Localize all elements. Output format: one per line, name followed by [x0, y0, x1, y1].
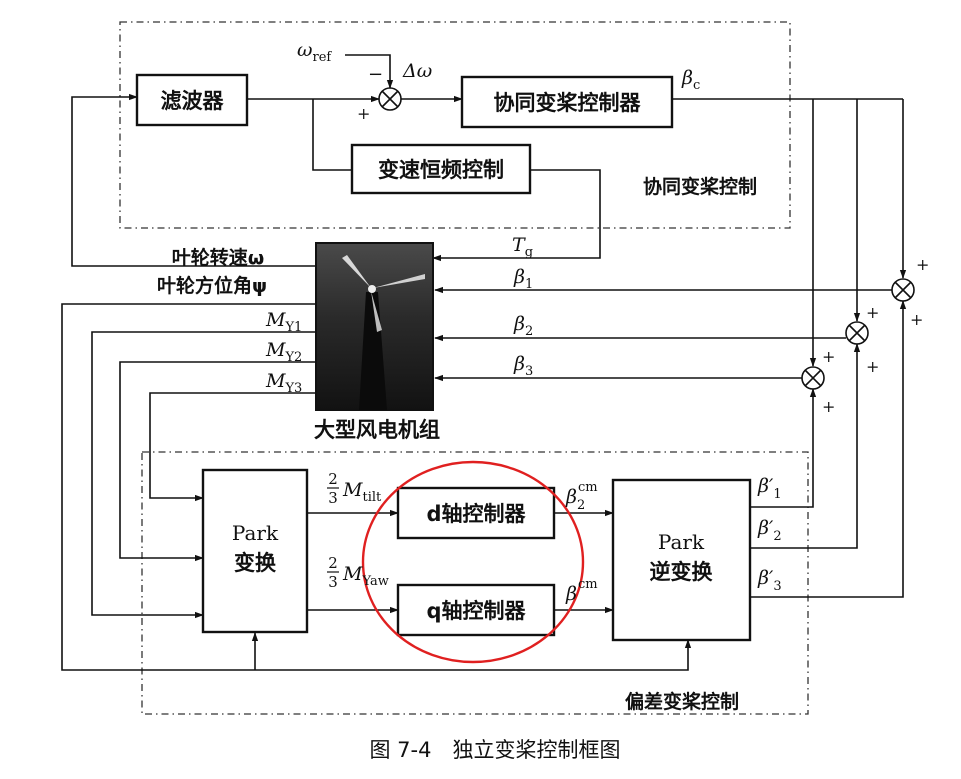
delta-omega-label: Δω — [402, 60, 432, 82]
filter-to-vscf-wire — [312, 99, 352, 171]
beta3p-wire — [750, 300, 907, 598]
collective-pitch-region-label: 协同变桨控制 — [643, 175, 757, 198]
rotor-azimuth-label: 叶轮方位角ψ — [157, 274, 267, 297]
svg-text:β: β — [565, 486, 577, 508]
svg-text:MYaw: MYaw — [342, 563, 389, 589]
rotor-speed-feedback-wire — [71, 93, 316, 267]
my2-label: MY2 — [265, 339, 302, 365]
collective-pitch-region — [119, 21, 791, 229]
beta1p-wire — [750, 388, 817, 508]
beta2-label: β2 — [513, 313, 533, 339]
inverse-park-title: Park — [658, 530, 705, 554]
rotor-speed-label: 叶轮转速ω — [172, 246, 265, 269]
variable-speed-cf-block — [350, 143, 532, 195]
filter-label: 滤波器 — [161, 89, 225, 113]
plus-sign-1a: + — [916, 255, 929, 274]
figure-caption: 图 7-4 独立变桨控制框图 — [370, 738, 621, 762]
sum-junction-1 — [891, 278, 915, 302]
park-sub: 变换 — [234, 551, 277, 575]
svg-text:3: 3 — [328, 573, 338, 591]
tg-wire — [432, 169, 601, 262]
inverse-park-sub: 逆变换 — [650, 560, 714, 584]
wind-turbine-image — [315, 242, 434, 411]
beta3-label: β3 — [513, 353, 533, 379]
inverse-park-block — [611, 478, 752, 642]
filter-block — [135, 73, 249, 127]
svg-text:2: 2 — [328, 470, 338, 488]
my1-label: MY1 — [265, 309, 302, 335]
sum-junction-3 — [801, 366, 825, 390]
beta1p-label: β′1 — [757, 475, 782, 502]
plus-sign-2a: + — [866, 303, 879, 322]
svg-text:Mtilt: Mtilt — [342, 479, 382, 505]
beta2p-wire — [750, 343, 861, 549]
omega-ref-wire — [345, 54, 394, 89]
beta-cm-q-label: β cm — [565, 577, 598, 605]
minus-sign: − — [368, 64, 383, 85]
my3-wire — [149, 392, 316, 502]
beta1-label: β1 — [513, 266, 533, 292]
beta-c-label: βc — [681, 67, 700, 93]
svg-text:cm: cm — [578, 577, 598, 592]
svg-text:2: 2 — [577, 498, 585, 513]
svg-text:2: 2 — [328, 554, 338, 572]
tg-label: Tg — [512, 234, 533, 260]
deviation-pitch-region — [141, 451, 809, 715]
myaw-label: 2 3 MYaw — [327, 554, 389, 591]
my3-label: MY3 — [265, 370, 302, 396]
plus-sign-speed: + — [357, 104, 370, 123]
plus-sign-1b: + — [910, 310, 923, 329]
highlight-circle — [361, 460, 585, 664]
q-axis-controller-label: q轴控制器 — [426, 599, 526, 623]
plus-sign-2b: + — [866, 357, 879, 376]
omega-ref-label: ωref — [297, 39, 332, 65]
collective-pitch-controller-block — [460, 75, 674, 129]
d-axis-controller-label: d轴控制器 — [426, 502, 526, 526]
q-axis-controller-block — [396, 583, 556, 637]
mtilt-label: 2 3 Mtilt — [327, 470, 382, 507]
plus-sign-3b: + — [822, 397, 835, 416]
sum-junction-2 — [845, 321, 869, 345]
variable-speed-cf-label: 变速恒频控制 — [378, 158, 504, 182]
svg-text:3: 3 — [328, 489, 338, 507]
svg-text:β: β — [565, 583, 577, 605]
svg-text:cm: cm — [578, 480, 598, 495]
azimuth-wire — [61, 303, 692, 671]
my2-wire — [119, 361, 316, 562]
beta3p-label: β′3 — [757, 567, 782, 594]
beta2p-label: β′2 — [757, 517, 782, 544]
collective-pitch-controller-label: 协同变桨控制器 — [494, 91, 642, 115]
park-transform-block — [201, 468, 309, 634]
deviation-pitch-region-label: 偏差变桨控制 — [625, 690, 739, 713]
beta-cm-d-label: β cm 2 — [565, 480, 598, 513]
turbine-label: 大型风电机组 — [314, 418, 440, 442]
d-axis-controller-block — [396, 486, 556, 540]
my1-wire — [91, 331, 316, 619]
plus-sign-3a: + — [822, 347, 835, 366]
park-title: Park — [232, 521, 279, 545]
